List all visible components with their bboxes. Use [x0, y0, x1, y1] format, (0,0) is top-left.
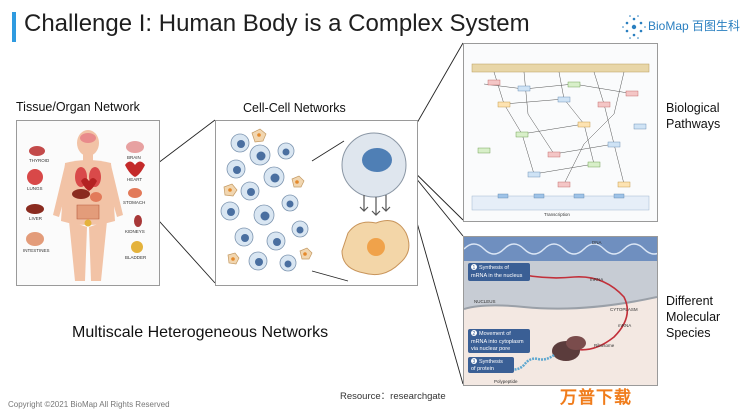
mrna-strand [493, 266, 629, 351]
kidneys-icon [134, 215, 142, 227]
resource-credit: Resource：researchgate [340, 391, 446, 402]
tag-ribosome: Ribosome [594, 343, 615, 348]
molecular-label-1: Different [666, 294, 714, 308]
step-2-line2: mRNA into cytoplasm [471, 339, 524, 345]
tissue-label: Tissue/Organ Network [16, 100, 140, 114]
organ-label-stomach: STOMACH [123, 200, 145, 205]
step-3-number: 3 [473, 359, 476, 365]
step-2: 2 Movement of mRNA into cytoplasm via nu… [468, 329, 530, 353]
tag-mrna: mRNA [590, 277, 603, 282]
title-accent-bar [12, 12, 16, 42]
step-1-number: 1 [473, 265, 476, 271]
organ-label-intestines: INTESTINES [23, 248, 50, 253]
step-3: 3 Synthesis of protein [468, 357, 514, 373]
body-diagram: THYROID BRAIN HEART LUNGS STOMACH LIVER … [23, 130, 147, 281]
step-1: 1 Synthesis of mRNA in the nucleus [468, 263, 530, 281]
intestines-icon [76, 204, 100, 220]
tag-mrna-2: mRNA [618, 323, 631, 328]
organ-label-heart: HEART [127, 177, 142, 182]
organ-label-bladder: BLADDER [125, 255, 147, 260]
copyright-footer: Copyright ©2021 BioMap All Rights Reserv… [8, 400, 170, 409]
tag-cytoplasm: CYTOPLASM [610, 307, 638, 312]
pathway-caption: Transcription [544, 212, 570, 217]
step-1-line2: mRNA in the nucleus [471, 273, 523, 279]
organ-label-kidneys: KIDNEYS [125, 229, 145, 234]
polypeptide-chain [509, 353, 555, 371]
organ-label-thyroid: THYROID [29, 158, 50, 163]
molecular-diagram: DNA mRNA NUCLEUS CYTOPLASM mRNA Ribosome… [464, 237, 657, 384]
organ-label-brain: BRAIN [127, 155, 141, 160]
logo-text: BioMap 百图生科 [648, 19, 740, 33]
pathway-nodes [477, 79, 647, 199]
tag-nucleus: NUCLEUS [474, 299, 496, 304]
pathway-panel: Transcription [463, 43, 658, 222]
molecular-label-2: Molecular [666, 310, 721, 324]
tissue-panel: THYROID BRAIN HEART LUNGS STOMACH LIVER … [16, 120, 160, 286]
watermark: 万普下载 [560, 388, 632, 407]
brain-icon [80, 133, 96, 143]
cell-panel [215, 120, 418, 286]
tag-dna: DNA [592, 240, 602, 245]
bladder-icon [84, 219, 92, 227]
molecular-label-3: Species [666, 326, 711, 340]
step-3-line1: Synthesis [479, 359, 503, 365]
pathway-edges [483, 71, 635, 185]
tag-polypeptide: Polypeptide [494, 379, 518, 384]
thyroid-icon [29, 146, 45, 156]
step-2-number: 2 [473, 331, 476, 337]
step-2-line1: Movement of [479, 331, 511, 337]
main-label: Multiscale Heterogeneous Networks [72, 324, 329, 341]
step-3-line2: of protein [471, 366, 494, 372]
molecular-panel: DNA mRNA NUCLEUS CYTOPLASM mRNA Ribosome… [463, 236, 658, 386]
step-1-line1: Synthesis of [479, 265, 509, 271]
cell-label: Cell-Cell Networks [243, 101, 346, 115]
heart-icon [81, 178, 97, 191]
cell-network-diagram [220, 128, 410, 282]
liver-icon [72, 189, 90, 199]
organ-label-lungs: LUNGS [27, 186, 43, 191]
step-2-line3: via nuclear pore [471, 346, 510, 352]
slide-title: Challenge I: Human Body is a Complex Sys… [24, 10, 530, 37]
pathway-label-2: Pathways [666, 117, 721, 131]
biomap-logo-icon [622, 15, 646, 39]
cell-cluster [220, 128, 313, 272]
organ-label-liver: LIVER [29, 216, 43, 221]
pathway-label-1: Biological [666, 101, 720, 115]
stomach-icon [90, 192, 102, 202]
pathway-diagram: Transcription [471, 63, 650, 217]
